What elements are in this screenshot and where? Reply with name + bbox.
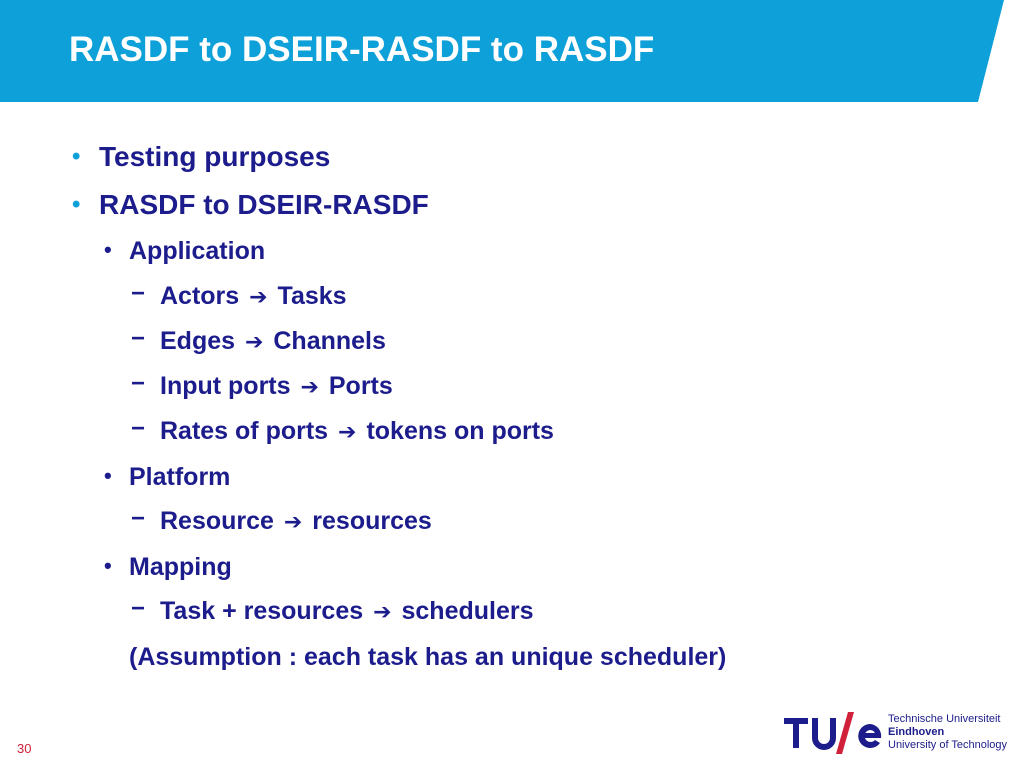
sub-bullet-platform: Platform — [129, 463, 231, 491]
dash-marker: − — [131, 280, 146, 307]
right-arrow-icon: ➔ — [300, 375, 319, 400]
mapping-to: Tasks — [277, 282, 347, 310]
sub-bullet-mapping: Mapping — [129, 553, 232, 581]
tue-logo: Technische Universiteit Eindhoven Univer… — [784, 708, 1019, 758]
right-arrow-icon: ➔ — [244, 330, 264, 355]
dash-marker: − — [131, 415, 146, 442]
assumption-note: (Assumption : each task has an unique sc… — [129, 643, 727, 671]
tue-logo-mark — [784, 712, 882, 754]
right-arrow-icon: ➔ — [249, 285, 268, 310]
mapping-edges-channels: Edges ➔ Channels — [160, 325, 386, 359]
mapping-from: Rates of ports — [160, 417, 329, 445]
mapping-from: Input ports — [160, 372, 291, 400]
logo-line-1: Technische Universiteit — [888, 713, 1001, 725]
page-number: 30 — [17, 741, 32, 756]
logo-line-3: University of Technology — [888, 739, 1008, 751]
mapping-to: Ports — [328, 372, 393, 400]
logo-line-2: Eindhoven — [888, 726, 945, 738]
bullet-dot: • — [104, 237, 112, 262]
mapping-from: Task + resources — [160, 597, 364, 625]
right-arrow-icon: ➔ — [283, 510, 303, 535]
dash-marker: − — [131, 370, 146, 397]
tue-logo-text: Technische Universiteit Eindhoven Univer… — [888, 713, 1007, 752]
dash-marker: − — [131, 505, 146, 532]
mapping-to: tokens on ports — [366, 417, 554, 445]
bullet-dot: • — [104, 553, 112, 578]
title-band: RASDF to DSEIR-RASDF to RASDF — [0, 0, 1024, 102]
slide-content: • Testing purposes • RASDF to DSEIR-RASD… — [72, 141, 727, 671]
mapping-to: schedulers — [401, 597, 534, 625]
right-arrow-icon: ➔ — [338, 420, 357, 445]
mapping-resource-resources: Resource ➔ resources — [160, 505, 432, 539]
slide-title: RASDF to DSEIR-RASDF to RASDF — [69, 30, 655, 69]
mapping-from: Resource — [160, 507, 274, 535]
bullet-testing-purposes: Testing purposes — [99, 141, 331, 172]
sub-bullet-application: Application — [129, 237, 266, 265]
bullet-rasdf-to-dseir: RASDF to DSEIR-RASDF — [99, 189, 429, 220]
bullet-dot: • — [104, 463, 112, 488]
bullet-dot: • — [72, 143, 81, 170]
mapping-to: resources — [312, 507, 432, 535]
mapping-inputports-ports: Input ports ➔ Ports — [160, 370, 393, 404]
bullet-dot: • — [72, 191, 81, 218]
mapping-from: Edges — [160, 327, 236, 355]
title-band-shape — [0, 0, 1004, 102]
mapping-task-schedulers: Task + resources ➔ schedulers — [160, 595, 534, 629]
dash-marker: − — [131, 595, 146, 622]
dash-marker: − — [131, 325, 146, 352]
mapping-to: Channels — [273, 327, 386, 355]
mapping-actors-tasks: Actors ➔ Tasks — [160, 280, 347, 314]
mapping-rates-tokens: Rates of ports ➔ tokens on ports — [160, 415, 554, 449]
mapping-from: Actors — [160, 282, 240, 310]
right-arrow-icon: ➔ — [373, 600, 392, 625]
